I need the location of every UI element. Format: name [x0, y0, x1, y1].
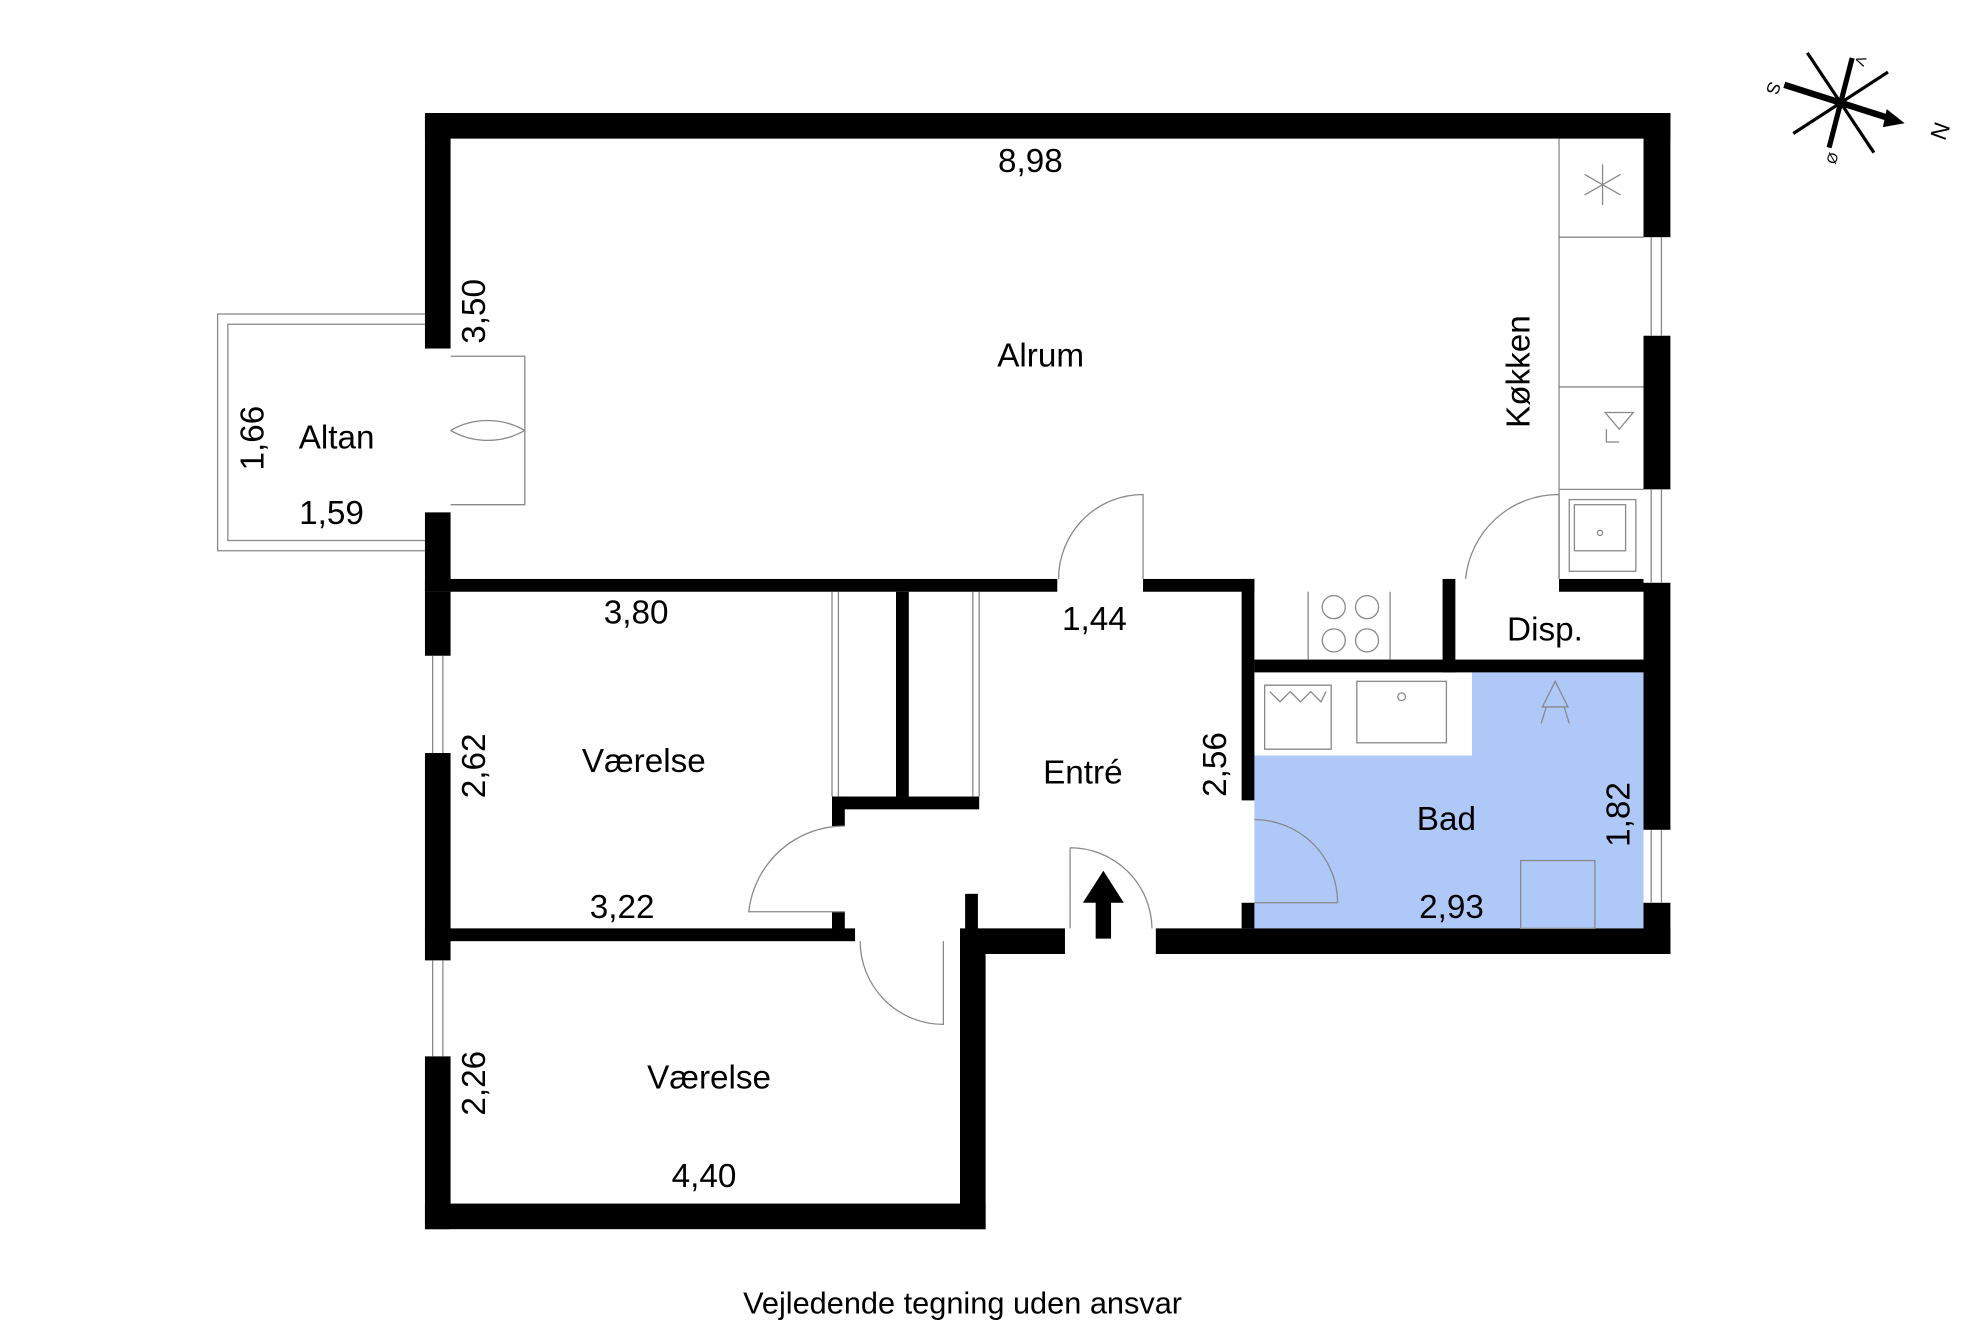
dim-vaerelse2-width: 4,40 — [672, 1158, 737, 1195]
dishwasher-icon — [1603, 411, 1635, 443]
dim-bad-width: 2,93 — [1419, 889, 1484, 926]
entrance-arrow-icon — [1082, 870, 1124, 939]
dim-entre-depth: 2,56 — [1197, 732, 1234, 797]
dim-vaerelse1-bottom: 3,22 — [590, 889, 655, 926]
dim-vaerelse1-depth: 2,62 — [456, 733, 493, 798]
room-label-entre: Entré — [1043, 755, 1123, 792]
dim-vaerelse1-top: 3,80 — [604, 595, 669, 632]
room-label-alrum: Alrum — [997, 337, 1084, 374]
dim-alrum-width: 8,98 — [998, 143, 1063, 180]
compass-west: V — [1851, 54, 1869, 69]
dim-alrum-depth: 3,50 — [456, 279, 493, 344]
room-label-vaerelse-1: Værelse — [582, 743, 706, 780]
kitchen-fixtures — [1307, 138, 1644, 660]
compass-rose-icon: S N Ø V — [1762, 51, 1955, 166]
dim-altan-depth: 1,66 — [235, 406, 272, 471]
disclaimer-footer: Vejledende tegning uden ansvar — [743, 1286, 1182, 1321]
room-label-disp: Disp. — [1507, 611, 1583, 648]
shower-tray-icon — [1356, 680, 1448, 744]
room-label-kokken: Køkken — [1501, 315, 1538, 428]
compass-east: Ø — [1823, 150, 1842, 166]
washing-machine-icon — [1264, 684, 1332, 750]
dim-bad-depth: 1,82 — [1600, 782, 1637, 847]
dim-altan-width: 1,59 — [299, 495, 364, 532]
room-label-vaerelse-2: Værelse — [647, 1059, 771, 1096]
freezer-icon — [1584, 164, 1621, 206]
room-label-bad: Bad — [1417, 801, 1476, 838]
balcony — [216, 313, 425, 552]
toilet-icon — [1540, 679, 1570, 724]
cabinet-icon — [1520, 859, 1596, 930]
sink-icon — [1568, 498, 1637, 572]
dim-vaerelse2-depth: 2,26 — [456, 1051, 493, 1116]
windows — [432, 237, 1663, 1057]
walls — [424, 113, 1671, 1230]
stove-icon — [1307, 591, 1391, 660]
compass-north: N — [1925, 119, 1955, 144]
doors[interactable] — [450, 355, 1560, 1026]
room-label-altan: Altan — [299, 419, 375, 456]
bath-fixtures — [1264, 679, 1596, 930]
compass-south: S — [1762, 79, 1785, 97]
dim-entre-width: 1,44 — [1062, 601, 1127, 638]
